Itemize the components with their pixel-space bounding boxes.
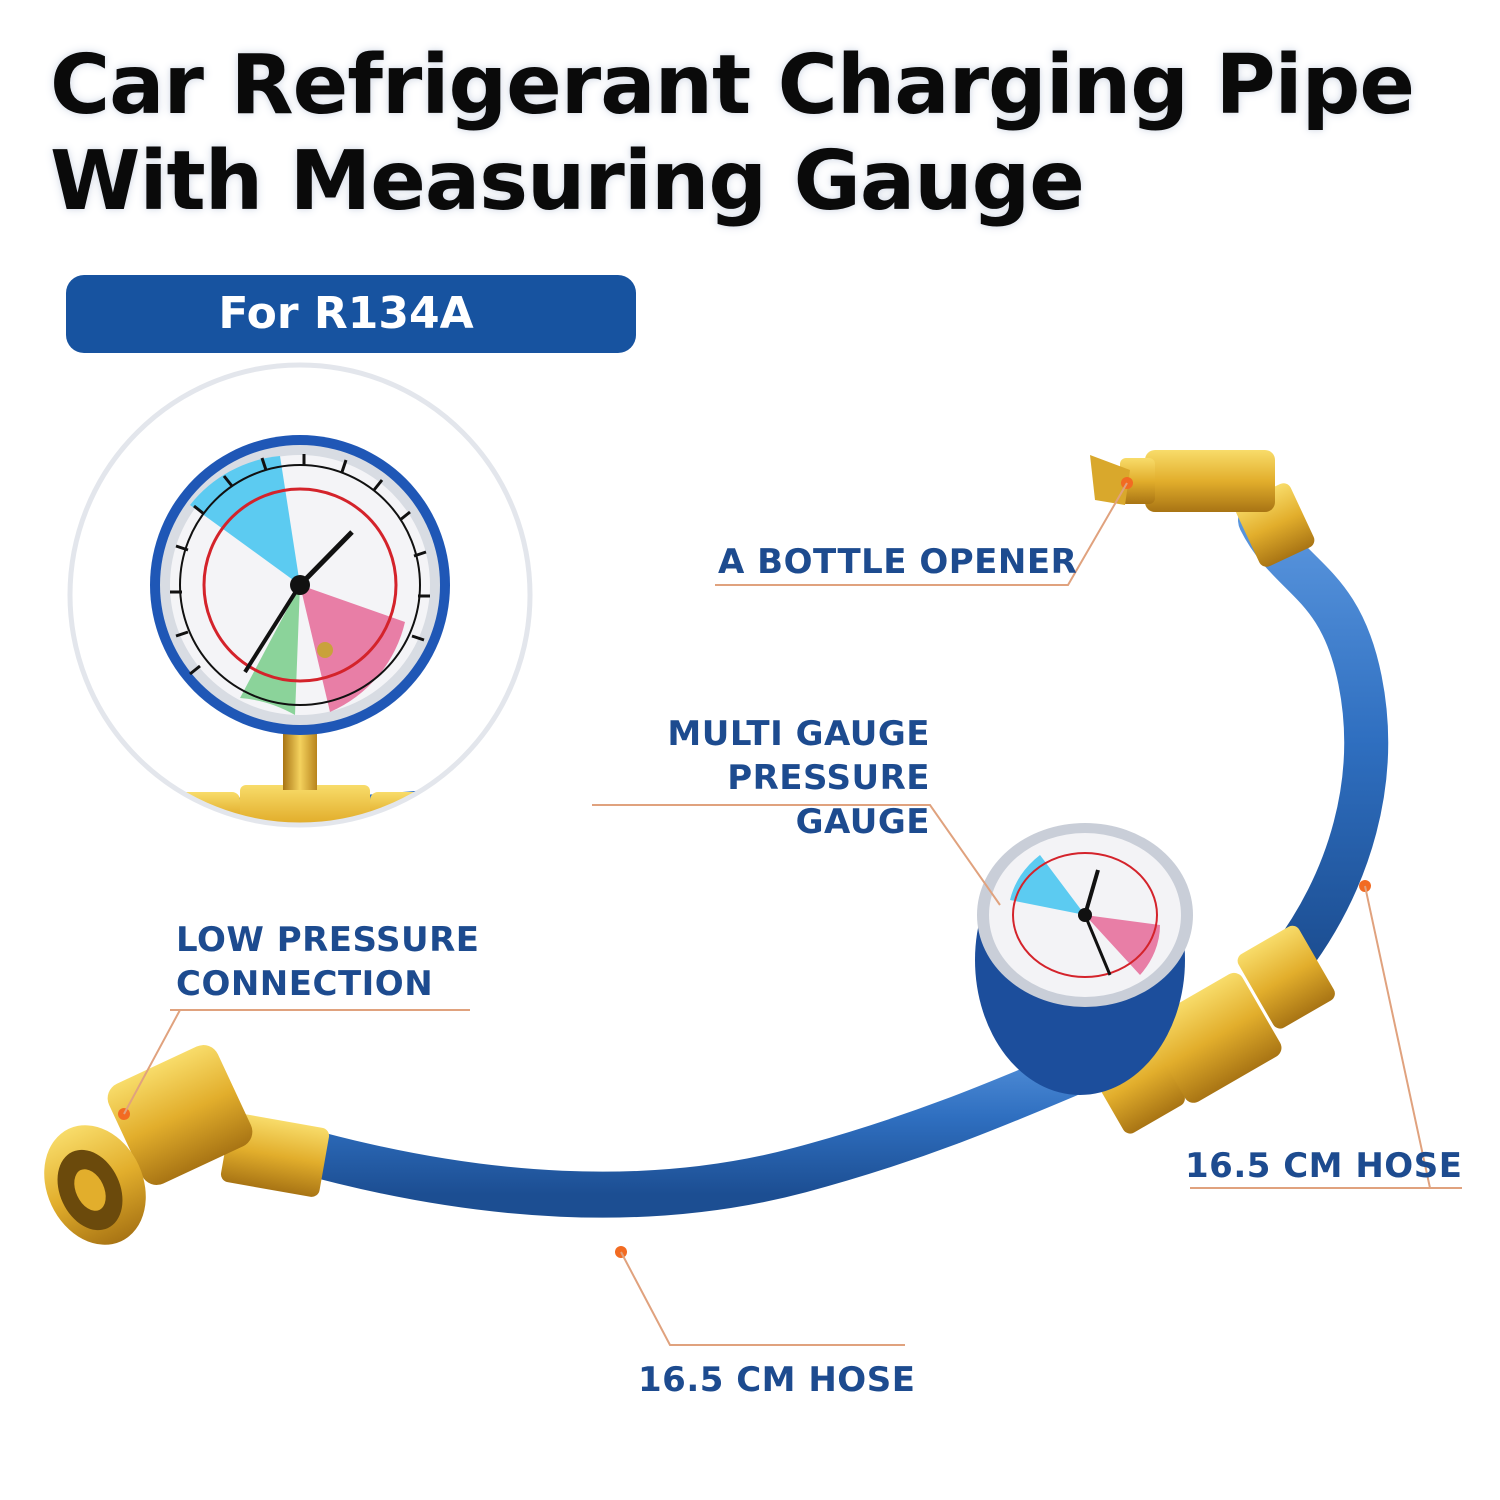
badge-text: For R134A: [218, 288, 474, 339]
callout-multi-gauge: MULTI GAUGE PRESSURE GAUGE: [667, 714, 930, 842]
title-line-2: With Measuring Gauge: [50, 134, 1085, 229]
hose-right: [1238, 498, 1389, 982]
callout-bottle-opener: A BOTTLE OPENER: [718, 542, 1078, 582]
callout-hose-right: 16.5 CM HOSE: [1185, 1146, 1463, 1186]
callout-low-pressure: LOW PRESSURE CONNECTION: [176, 920, 480, 1004]
gauge-detail-inset: [70, 365, 530, 825]
refrigerant-badge: For R134A: [66, 275, 636, 353]
low-pressure-coupler: [44, 1045, 330, 1245]
title-line-1: Car Refrigerant Charging Pipe: [50, 38, 1415, 133]
bottle-opener-valve: [1090, 450, 1315, 567]
page-title: Car Refrigerant Charging Pipe With Measu…: [50, 38, 1470, 230]
pressure-gauge: [975, 823, 1193, 1095]
callout-hose-bottom: 16.5 CM HOSE: [638, 1360, 916, 1400]
